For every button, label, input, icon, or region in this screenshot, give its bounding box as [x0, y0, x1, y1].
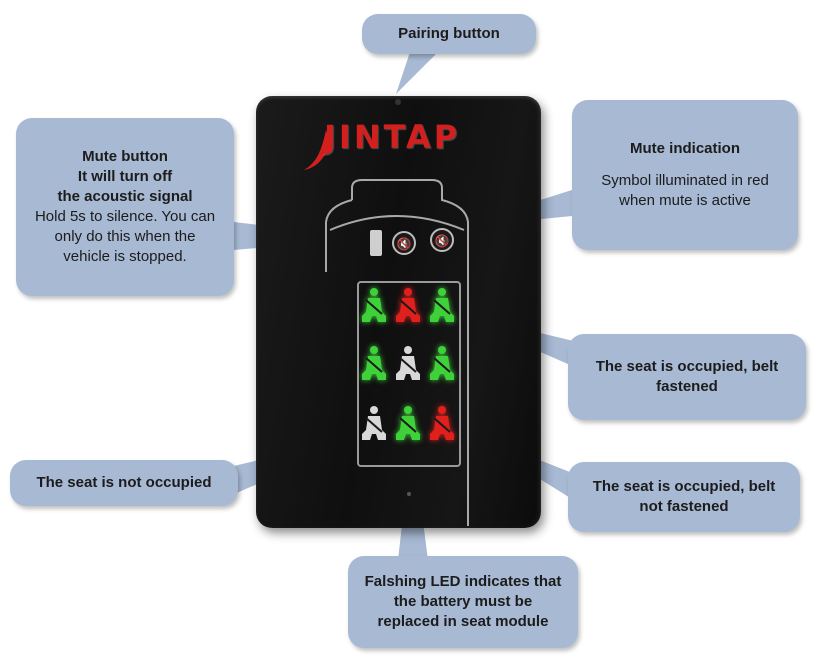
seatbelt-led-icon — [396, 288, 420, 322]
seatbelt-led-icon — [396, 346, 420, 380]
battery-line-2: the battery must be — [393, 593, 533, 610]
battery-callout: Falshing LED indicates that the battery … — [348, 556, 578, 648]
seat-led-grid — [362, 288, 454, 440]
mute-indication-title: Mute indication — [630, 140, 740, 157]
seat-not-fastened-line-2: not fastened — [639, 498, 729, 515]
seat-panel-frame — [357, 281, 461, 467]
battery-line-1: Falshing LED indicates that — [364, 573, 562, 590]
seat-not-fastened-callout: The seat is occupied, belt not fastened — [568, 462, 800, 532]
mute-button-body-1: Hold 5s to silence. You can — [34, 208, 216, 225]
seatbelt-reminder-device: 🔇 🔇 JINTAP — [256, 96, 541, 528]
seat-fastened-line-2: fastened — [656, 378, 718, 395]
pairing-pointer — [396, 52, 438, 94]
seatbelt-led-icon — [430, 406, 454, 440]
mute-button-callout: Mute button It will turn off the acousti… — [16, 118, 234, 296]
seat-fastened-line-1: The seat is occupied, belt — [595, 358, 779, 375]
mute-button-body-2: only do this when the — [54, 228, 196, 245]
seatbelt-led-icon — [362, 288, 386, 322]
windshield-outline — [329, 215, 465, 231]
seat-not-occupied-label: The seat is not occupied — [36, 474, 212, 491]
mute-button-title-1: Mute button — [82, 148, 168, 165]
seat-not-fastened-line-1: The seat is occupied, belt — [592, 478, 776, 495]
device-face: 🔇 🔇 — [304, 99, 469, 526]
pairing-button-hole[interactable] — [395, 99, 401, 105]
mute-button[interactable] — [392, 231, 416, 255]
seatbelt-led-icon — [430, 288, 454, 322]
mute-indicator-light — [430, 228, 454, 252]
seatbelt-led-icon — [396, 406, 420, 440]
seatbelt-led-icon — [362, 406, 386, 440]
battery-line-3: replaced in seat module — [377, 613, 549, 630]
seatbelt-led-icon — [362, 346, 386, 380]
pairing-button-label: Pairing button — [398, 25, 500, 42]
seatbelt-led-icon — [430, 346, 454, 380]
vehicle-outline-icon — [325, 179, 469, 526]
mute-button-body-3: vehicle is stopped. — [63, 248, 187, 265]
mute-button-title-2: It will turn off — [77, 168, 173, 185]
mute-indication-callout: Mute indication Symbol illuminated in re… — [572, 100, 798, 250]
logo-swoosh-icon — [304, 130, 330, 170]
seat-not-occupied-callout: The seat is not occupied — [10, 460, 238, 506]
status-led-bar — [370, 230, 382, 256]
mute-indication-body-2: when mute is active — [619, 192, 751, 209]
battery-warning-led — [407, 492, 411, 496]
mute-button-title-3: the acoustic signal — [57, 188, 193, 205]
seat-fastened-callout: The seat is occupied, belt fastened — [568, 334, 806, 420]
brand-logo: JINTAP — [324, 118, 461, 156]
pairing-button-callout: Pairing button — [362, 14, 536, 54]
mute-button-icon: 🔇 — [397, 237, 412, 251]
mute-indicator-icon: 🔇 — [435, 234, 450, 248]
mute-indication-body-1: Symbol illuminated in red — [601, 172, 769, 189]
